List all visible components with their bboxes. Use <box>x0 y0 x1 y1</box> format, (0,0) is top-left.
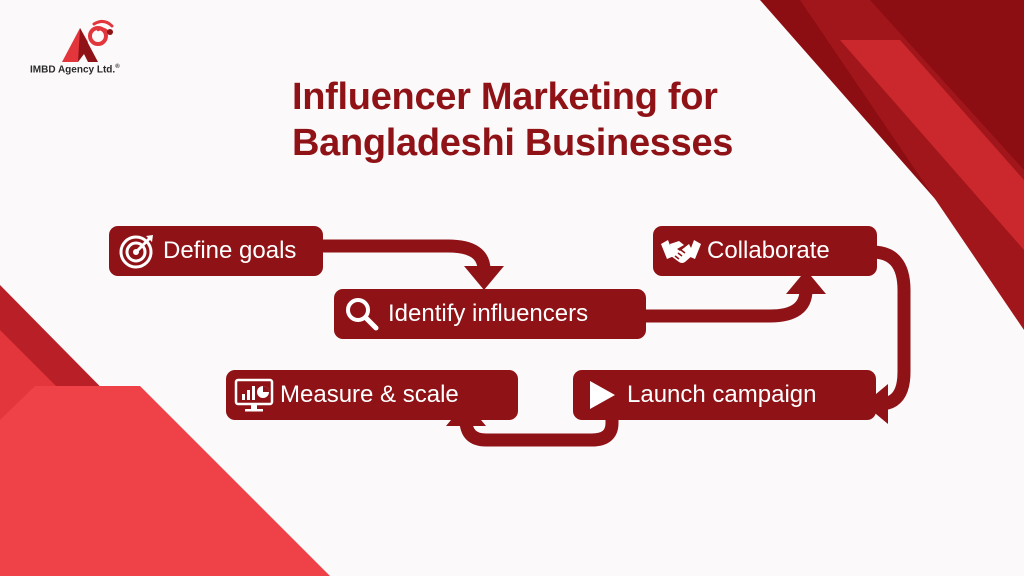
step-measure-and-scale: Measure & scale <box>226 370 518 420</box>
connector-identify-to-collaborate <box>633 283 813 323</box>
search-icon <box>342 294 382 334</box>
step-launch-campaign: Launch campaign <box>573 370 876 420</box>
bottom-left-bright-band <box>0 386 330 576</box>
title-line-1: Influencer Marketing for <box>292 76 718 118</box>
logo-mark-icon <box>62 19 114 62</box>
step-label: Define goals <box>163 237 297 264</box>
connector-collaborate-to-launch <box>865 245 911 411</box>
arrowhead-launch <box>864 384 888 424</box>
page-title: Influencer Marketing for Bangladeshi Bus… <box>292 74 733 166</box>
top-right-bright-band <box>840 40 1024 250</box>
title-line-2: Bangladeshi Businesses <box>292 122 734 164</box>
brand-logo: IMBD Agency Ltd.® <box>30 18 140 80</box>
connector-launch-to-measure <box>459 393 619 447</box>
step-identify-influencers: Identify influencers <box>334 289 646 339</box>
arrowhead-collaborate <box>786 270 826 294</box>
handshake-icon <box>661 231 701 271</box>
brand-name: IMBD Agency Ltd.® <box>30 64 120 76</box>
top-right-red-band <box>800 0 1024 330</box>
step-label: Measure & scale <box>280 381 459 408</box>
step-define-goals: Define goals <box>109 226 323 276</box>
play-icon <box>581 375 621 415</box>
step-label: Identify influencers <box>388 300 589 327</box>
target-icon <box>117 231 157 271</box>
step-collaborate: Collaborate <box>653 226 877 276</box>
analytics-monitor-icon <box>234 375 274 415</box>
connector-define-to-identify <box>311 239 491 277</box>
step-label: Collaborate <box>707 237 830 264</box>
step-label: Launch campaign <box>627 381 817 408</box>
arrowhead-identify <box>464 266 504 290</box>
